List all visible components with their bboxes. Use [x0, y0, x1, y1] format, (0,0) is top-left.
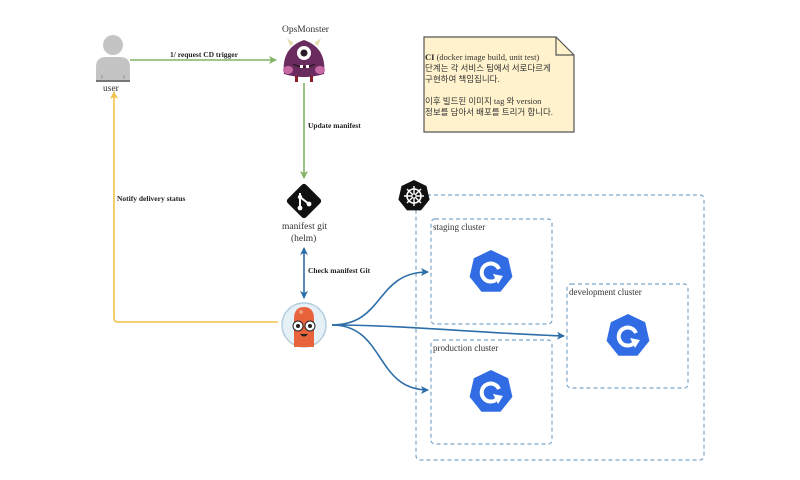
edge-to-development	[331, 324, 565, 340]
refresh-arrowhead-staging	[493, 274, 503, 284]
refresh-arrowhead-development	[630, 338, 640, 348]
argo-icon[interactable]	[281, 302, 327, 348]
heptagon-staging	[469, 250, 513, 292]
person-icon[interactable]	[96, 35, 130, 82]
note-title-rest: (docker image build, unit test)	[434, 52, 540, 62]
production-cluster-label: production cluster	[433, 343, 499, 353]
refresh-arc-production	[479, 381, 501, 404]
kubernetes-helm-icon	[398, 180, 430, 211]
edge-label-notify: Notify delivery status	[117, 194, 186, 203]
manifest-git-sublabel: (helm)	[291, 234, 317, 244]
development-cluster-box[interactable]	[566, 283, 689, 389]
heptagon-development	[606, 314, 650, 356]
staging-cluster-box[interactable]	[430, 218, 553, 325]
deployment-icon-development	[606, 314, 650, 356]
edge-label-check-manifest: Check manifest Git	[308, 266, 371, 275]
edge-to-production	[331, 324, 429, 394]
edge-to-staging	[331, 268, 429, 326]
note-line: 정보를 담아서 배포를 트리거 합니다.	[425, 107, 553, 117]
development-cluster-label: development cluster	[569, 287, 642, 297]
monster-icon[interactable]	[283, 38, 325, 82]
edge-label-request-cd: 1/ request CD trigger	[170, 50, 238, 59]
opsmonster-label: OpsMonster	[282, 25, 329, 35]
deployment-icon-staging	[469, 250, 513, 292]
note-line: 단계는 각 서비스 팀에서 서로다르게	[425, 63, 551, 73]
refresh-arc-staging	[479, 261, 501, 284]
production-cluster-box[interactable]	[430, 339, 553, 445]
refresh-arc-development	[616, 325, 638, 348]
note-line: 구현하여 책임집니다.	[425, 74, 500, 84]
deployment-icon-production	[469, 370, 513, 412]
edge-notify-delivery	[110, 91, 278, 323]
ci-note-fold	[555, 37, 574, 56]
heptagon-production	[469, 370, 513, 412]
note-title-bold: CI	[425, 52, 435, 62]
staging-cluster-label: staging cluster	[433, 222, 486, 232]
ci-note-text: CI (docker image build, unit test) 단계는 각…	[425, 52, 553, 118]
manifest-git-label: manifest git	[282, 222, 328, 232]
kubernetes-group-box	[415, 194, 705, 461]
refresh-arrowhead-production	[493, 394, 503, 404]
edge-label-update-manifest: Update manifest	[308, 121, 361, 130]
note-line: 이후 빌드된 이미지 tag 와 version	[425, 96, 542, 106]
user-label: user	[103, 84, 119, 94]
ci-note-shape	[423, 36, 575, 133]
git-icon[interactable]	[286, 183, 323, 220]
